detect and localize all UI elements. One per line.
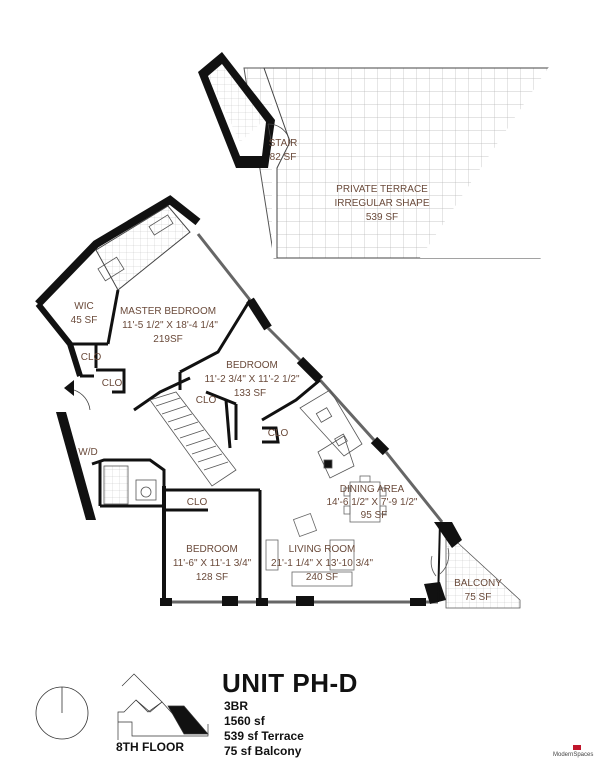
floor-label: 8TH FLOOR	[116, 740, 184, 754]
master-bedroom-name: MASTER BEDROOM	[120, 306, 216, 317]
unit-terrace: 539 sf Terrace	[224, 729, 304, 743]
bedroom-2-area: 133 SF	[234, 388, 266, 399]
wd-label: W/D	[78, 447, 97, 458]
terrace-diagonal-mask	[540, 68, 600, 258]
compass-icon	[35, 686, 89, 740]
clo-label-3: CLO	[196, 395, 217, 406]
master-bath	[95, 205, 191, 291]
dining-area: 95 SF	[361, 510, 388, 521]
bedroom-3-area: 128 SF	[196, 572, 228, 583]
terrace-shape: IRREGULAR SHAPE	[334, 198, 429, 209]
clo-label-4: CLO	[268, 428, 289, 439]
living-name: LIVING ROOM	[289, 544, 356, 555]
hall-bath	[103, 465, 157, 505]
dining-table	[343, 475, 387, 523]
bedroom-3-dims: 11'-6" X 11'-1 3/4"	[173, 558, 252, 569]
terrace-area: 539 SF	[366, 212, 398, 223]
entry-wall	[56, 380, 96, 520]
living-furniture	[265, 512, 355, 587]
wic-area: 45 SF	[71, 315, 98, 326]
clo-label-5: CLO	[187, 497, 208, 508]
south-wall-piers	[160, 596, 426, 606]
stair-name: STAIR	[269, 138, 298, 149]
stair-area: 82 SF	[270, 152, 297, 163]
interior-stair	[149, 391, 237, 487]
kitchen	[299, 389, 363, 479]
wic-name: WIC	[74, 301, 93, 312]
dining-name: DINING AREA	[340, 484, 405, 495]
unit-bedrooms: 3BR	[224, 699, 249, 713]
unit-balcony: 75 sf Balcony	[224, 744, 302, 758]
unit-title: UNIT PH-D	[222, 668, 358, 698]
terrace-name: PRIVATE TERRACE	[336, 184, 428, 195]
key-plan	[117, 673, 209, 740]
interior-walls	[36, 289, 321, 512]
living-area: 240 SF	[306, 572, 338, 583]
bedroom-2-name: BEDROOM	[226, 360, 278, 371]
living-dims: 21'-1 1/4" X 13'-10 3/4"	[271, 558, 374, 569]
balcony-area: 75 SF	[465, 592, 492, 603]
brand-logo-icon	[573, 745, 581, 750]
bedroom-3-name: BEDROOM	[186, 544, 238, 555]
brand-name: ModernSpaces	[553, 752, 594, 758]
bedroom-2-dims: 11'-2 3/4" X 11'-2 1/2"	[204, 374, 299, 385]
balcony-area	[424, 521, 521, 609]
master-bedroom-dims: 11'-5 1/2" X 18'-4 1/4"	[122, 320, 218, 331]
master-bedroom-area: 219SF	[153, 334, 182, 345]
stair-block	[198, 52, 291, 168]
clo-label-2: CLO	[102, 378, 123, 389]
apartment-walls	[35, 195, 444, 604]
dining-dims: 14'-6 1/2" X 7'-9 1/2"	[327, 497, 418, 508]
balcony-name: BALCONY	[454, 578, 502, 589]
terrace-outline	[263, 67, 549, 259]
unit-size: 1560 sf	[224, 714, 265, 728]
clo-label-1: CLO	[81, 352, 102, 363]
